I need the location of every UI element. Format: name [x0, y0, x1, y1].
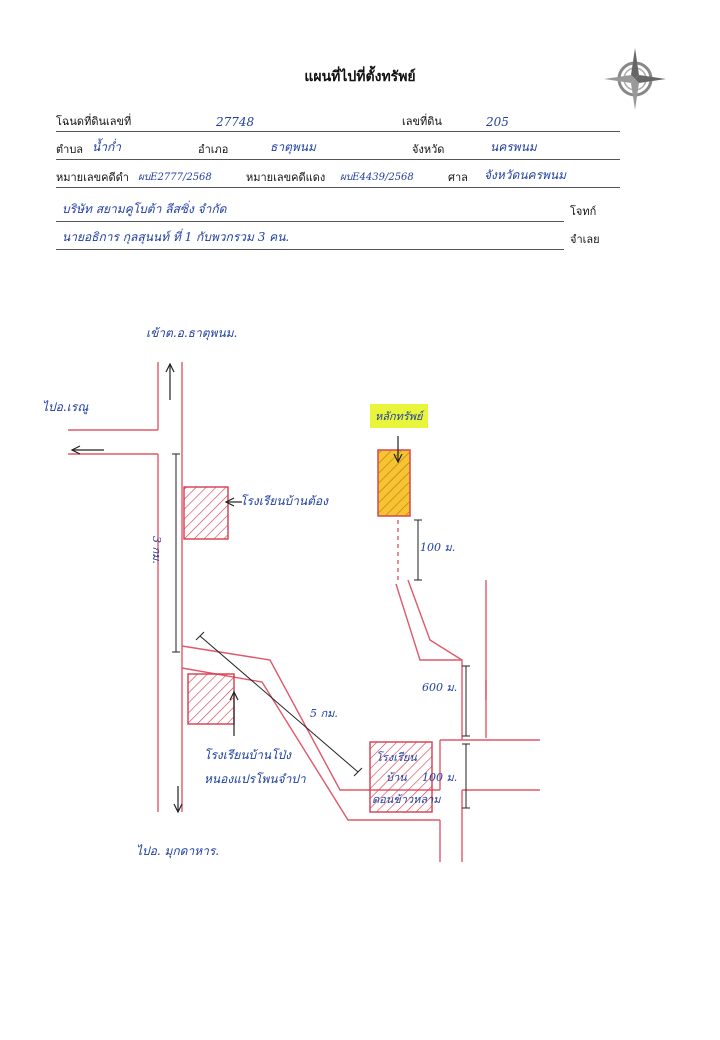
- red-case-label: หมายเลขคดีแดง: [246, 171, 326, 184]
- defendant-label: จำเลย: [570, 233, 600, 246]
- compass-icon: [604, 48, 666, 110]
- to-west-label: ไปอ.เรณู: [42, 400, 89, 414]
- school-don-label-3: ดอนข้าวหลาม: [372, 793, 441, 806]
- province-value: นครพนม: [490, 140, 537, 154]
- dist-3km-label: 3 กม.: [150, 536, 163, 564]
- dist-100m-top-label: 100 ม.: [420, 541, 456, 554]
- school-don-khao-lam-marker: [369, 741, 433, 813]
- school-ban-tong-marker: [183, 486, 229, 540]
- to-south-label: ไปอ. มุกดาหาร.: [136, 844, 220, 858]
- school-ban-pong-label-1: โรงเรียนบ้านโป่ง: [204, 748, 292, 762]
- district-value: ธาตุพนม: [270, 140, 316, 154]
- to-north-label: เข้าต.อ.ธาตุพนม.: [146, 326, 238, 340]
- land-no-label: เลขที่ดิน: [402, 115, 442, 128]
- location-row: ตำบล น้ำก่ำ อำเภอ ธาตุพนม จังหวัด นครพนม: [56, 140, 620, 162]
- target-label: หลักทรัพย์: [370, 404, 428, 428]
- court-label: ศาล: [448, 171, 468, 184]
- deed-no-label: โฉนดที่ดินเลขที่: [56, 115, 132, 128]
- deed-no-value: 27748: [216, 115, 255, 129]
- court-value: จังหวัดนครพนม: [484, 168, 567, 182]
- land-no-value: 205: [486, 115, 509, 129]
- subdistrict-label: ตำบล: [56, 143, 84, 156]
- defendant-row: นายอธิการ กุลสุนนท์ ที่ 1 กับพวกรวม 3 คน…: [56, 230, 600, 252]
- black-case-value: ผบE2777/2568: [138, 172, 212, 183]
- deed-row: โฉนดที่ดินเลขที่ 27748 เลขที่ดิน 205: [56, 112, 620, 134]
- dist-100m-bottom-label: 100 ม.: [422, 771, 458, 784]
- school-ban-pong-label-2: หนองแปรโพนจำปา: [204, 772, 306, 786]
- case-row: หมายเลขคดีดำ ผบE2777/2568 หมายเลขคดีแดง …: [56, 168, 620, 190]
- plaintiff-value: บริษัท สยามคูโบต้า ลีสซิ่ง จำกัด: [62, 202, 227, 216]
- black-case-label: หมายเลขคดีดำ: [56, 171, 129, 184]
- school-ban-tong-label: โรงเรียนบ้านต้อง: [240, 494, 328, 508]
- defendant-value: นายอธิการ กุลสุนนท์ ที่ 1 กับพวกรวม 3 คน…: [62, 230, 290, 244]
- school-don-label-2: บ้าน: [386, 771, 407, 784]
- province-label: จังหวัด: [412, 143, 445, 156]
- subdistrict-value: น้ำก่ำ: [92, 140, 121, 154]
- plaintiff-row: บริษัท สยามคูโบต้า ลีสซิ่ง จำกัด โจทก์: [56, 202, 596, 224]
- dist-600m-label: 600 ม.: [422, 681, 458, 694]
- district-label: อำเภอ: [198, 143, 229, 156]
- page-title: แผนที่ไปที่ตั้งทรัพย์: [304, 69, 416, 85]
- school-don-label-1: โรงเรียน: [376, 751, 417, 764]
- red-case-value: ผบE4439/2568: [340, 172, 414, 183]
- plaintiff-label: โจทก์: [570, 205, 597, 218]
- school-ban-pong-marker: [187, 673, 235, 725]
- direction-arrows: [70, 362, 403, 814]
- dimension-lines: [172, 453, 470, 809]
- dist-5km-label: 5 กม.: [310, 707, 338, 720]
